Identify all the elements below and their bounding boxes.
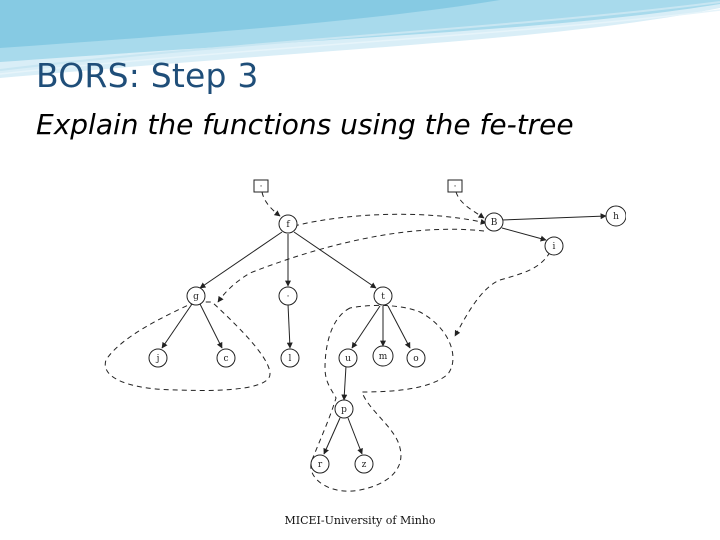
node-root-right: · <box>447 179 463 193</box>
svg-text:p: p <box>341 405 347 415</box>
svg-text:j: j <box>156 354 160 364</box>
node-t: t <box>373 286 393 306</box>
node-b: B <box>484 212 504 232</box>
node-l: l <box>280 348 300 368</box>
node-root-left: · <box>253 179 269 193</box>
svg-text:m: m <box>379 352 388 362</box>
group-outline-t <box>310 304 454 492</box>
link-root-left-to-f <box>261 191 281 217</box>
slide-footer: MICEI-University of Minho <box>284 514 436 527</box>
node-i: i <box>544 236 564 256</box>
svg-text:i: i <box>553 242 556 252</box>
slide-title: BORS: Step 3 <box>36 56 259 95</box>
svg-text:z: z <box>362 460 367 470</box>
node-j: j <box>148 348 168 368</box>
svg-text:o: o <box>413 354 418 364</box>
node-z: z <box>354 454 374 474</box>
edge-g-c <box>199 303 223 349</box>
svg-text:l: l <box>289 354 292 364</box>
svg-text:B: B <box>491 218 498 228</box>
svg-text:g: g <box>193 292 199 302</box>
fe-tree-diagram: · · f g · t j c l u m o p r z B h i <box>100 178 626 498</box>
svg-text:h: h <box>613 212 619 222</box>
edge-f-g <box>199 231 283 289</box>
svg-text:u: u <box>345 354 351 364</box>
svg-text:t: t <box>381 292 385 302</box>
svg-text:c: c <box>223 354 228 364</box>
header-swoosh <box>0 0 720 78</box>
edge-b-h <box>501 213 607 221</box>
svg-text:r: r <box>318 460 323 470</box>
link-i-to-group <box>454 251 551 337</box>
node-u: u <box>338 348 358 368</box>
node-s: · <box>278 286 298 306</box>
node-c: c <box>216 348 236 368</box>
edge-p-z <box>347 417 363 455</box>
group-outline-g <box>104 301 271 391</box>
svg-text:·: · <box>260 182 263 192</box>
node-f: f <box>278 214 298 234</box>
edge-t-u <box>351 305 381 349</box>
node-g: g <box>186 286 206 306</box>
svg-text:·: · <box>454 182 457 192</box>
node-h: h <box>605 205 626 227</box>
link-f-to-b <box>293 213 487 227</box>
svg-text:f: f <box>286 220 290 230</box>
edge-t-o <box>387 305 411 349</box>
link-b-to-g <box>217 228 485 303</box>
edge-p-r <box>323 417 341 455</box>
node-m: m <box>372 345 394 367</box>
edge-g-j <box>161 303 193 349</box>
node-o: o <box>406 348 426 368</box>
slide-subtitle: Explain the functions using the fe-tree <box>36 108 574 141</box>
svg-text:·: · <box>287 292 290 302</box>
link-root-right-to-b <box>455 191 485 219</box>
edge-f-t <box>293 231 377 289</box>
node-r: r <box>310 454 330 474</box>
node-p: p <box>334 399 354 419</box>
edge-s-l <box>286 303 293 349</box>
edge-u-p <box>341 365 348 401</box>
edge-b-i <box>501 227 547 242</box>
